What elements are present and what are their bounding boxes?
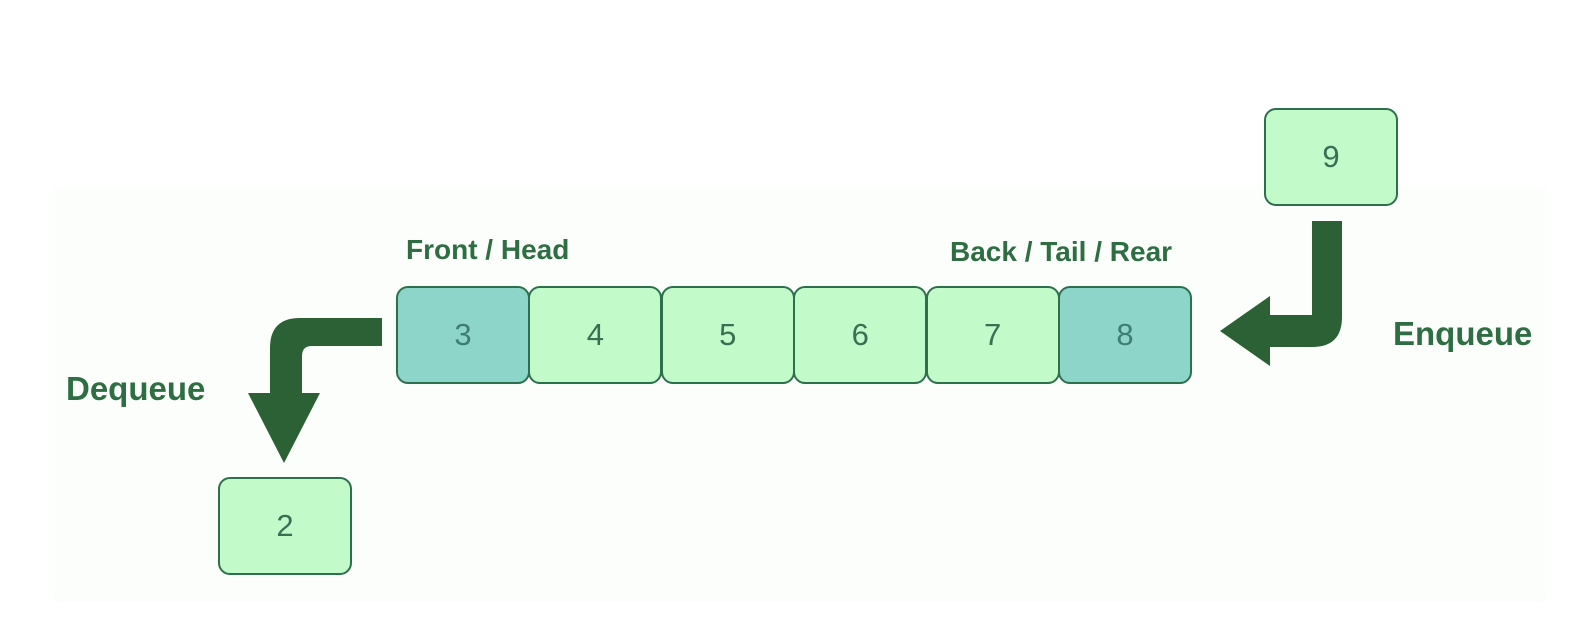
enqueue-arrow-icon [1220, 221, 1342, 366]
enqueue-label: Enqueue [1393, 315, 1533, 352]
back-tail-rear-label: Back / Tail / Rear [950, 236, 1173, 267]
queue-cell: 8 [1058, 286, 1192, 384]
queue-cell: 5 [660, 286, 795, 384]
queue-cell: 3 [396, 286, 530, 384]
incoming-element: 9 [1264, 108, 1398, 206]
queue-cell: 4 [528, 286, 663, 384]
queue-cell: 6 [793, 286, 928, 384]
queue-cell: 7 [925, 286, 1060, 384]
dequeue-label: Dequeue [66, 370, 206, 407]
front-head-label: Front / Head [406, 234, 570, 265]
dequeued-element: 2 [218, 477, 352, 575]
dequeue-arrow-icon [248, 318, 382, 463]
